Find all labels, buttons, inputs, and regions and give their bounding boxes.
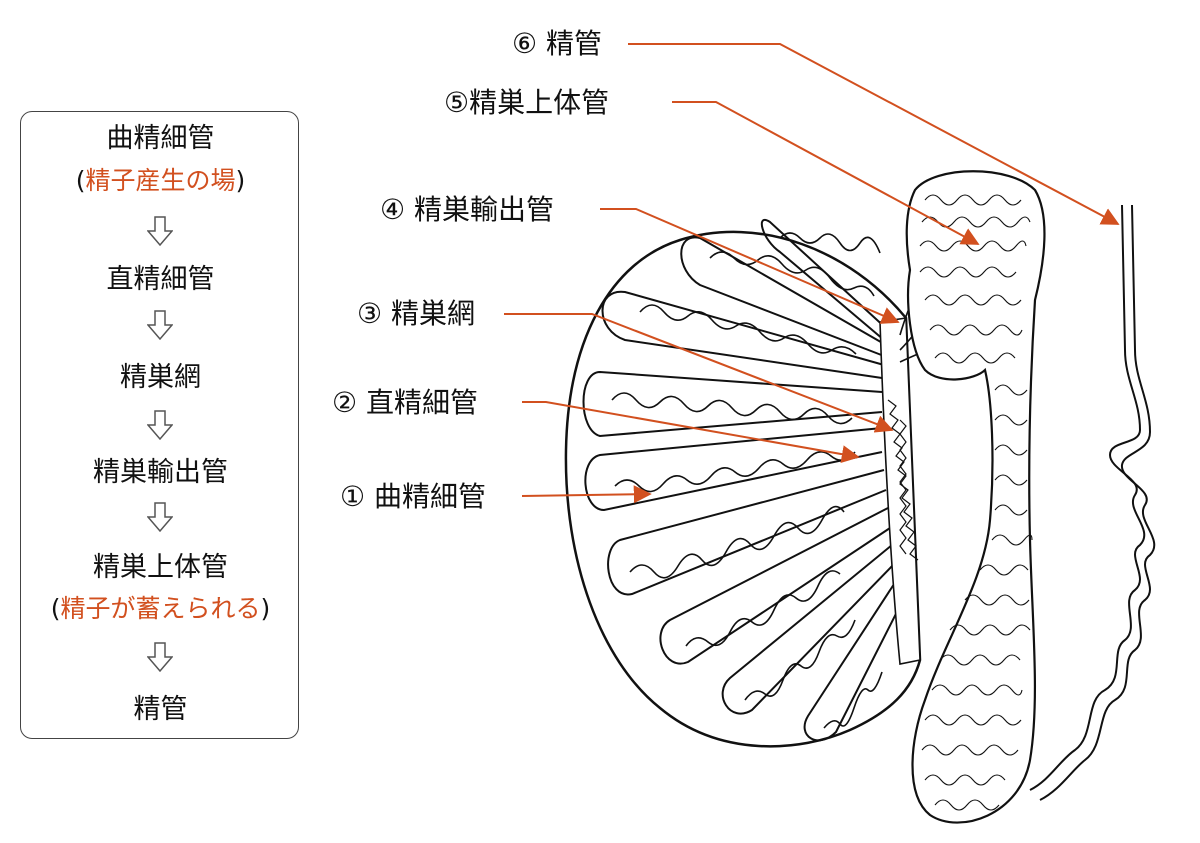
hollow-down-arrow-icon bbox=[147, 642, 173, 672]
label-efferent-ducts: ④ 精巣輸出管 bbox=[380, 193, 554, 227]
lobules bbox=[582, 219, 905, 742]
leader-line-5 bbox=[672, 101, 980, 245]
lobule bbox=[659, 507, 891, 665]
lobule bbox=[803, 577, 905, 742]
label-text: 精巣網 bbox=[391, 297, 476, 330]
testis-outline bbox=[564, 230, 922, 748]
flow-step-5: 精巣上体管 bbox=[93, 552, 228, 583]
paren-open: ( bbox=[50, 594, 61, 623]
lobule bbox=[760, 219, 889, 341]
hollow-down-arrow-icon bbox=[147, 502, 173, 532]
label-text: 直精細管 bbox=[366, 386, 479, 419]
leader-line-4 bbox=[600, 208, 900, 324]
lobule bbox=[582, 370, 883, 438]
hollow-down-arrow-icon bbox=[147, 310, 173, 340]
leader-line-3 bbox=[504, 313, 894, 433]
label-num: ④ bbox=[380, 193, 406, 226]
label-num: ⑤ bbox=[444, 86, 470, 119]
paren-open: ( bbox=[75, 166, 86, 195]
hollow-down-arrow-icon bbox=[147, 216, 173, 246]
label-text: 精管 bbox=[546, 27, 603, 60]
note-text: 精子が蓄えられる bbox=[60, 594, 261, 623]
flow-step-2: 直精細管 bbox=[106, 264, 215, 295]
flow-step-1: 曲精細管 bbox=[106, 123, 215, 154]
leader-lines bbox=[504, 43, 1120, 504]
flow-box: 曲精細管 (精子産生の場) 直精細管 精巣網 精巣輸出管 精巣上体管 (精子が蓄… bbox=[20, 111, 299, 739]
leader-line-2 bbox=[522, 401, 860, 464]
label-rete-testis: ③ 精巣網 bbox=[357, 297, 475, 331]
label-num: ① bbox=[340, 480, 366, 513]
lobule bbox=[607, 469, 887, 596]
flow-step-5-note: (精子が蓄えられる) bbox=[21, 594, 300, 624]
label-straight-tubule: ② 直精細管 bbox=[332, 386, 478, 420]
flow-step-1-note: (精子産生の場) bbox=[21, 166, 300, 196]
leader-line-6 bbox=[628, 43, 1120, 225]
rete-testis bbox=[879, 317, 921, 665]
vas-deferens bbox=[1029, 204, 1156, 801]
flow-step-6: 精管 bbox=[133, 694, 188, 725]
label-num: ⑥ bbox=[512, 27, 538, 60]
leader-line-1 bbox=[521, 485, 652, 504]
paren-close: ) bbox=[260, 594, 271, 623]
epididymis bbox=[905, 170, 1046, 824]
label-text: 精巣輸出管 bbox=[414, 193, 555, 226]
paren-close: ) bbox=[235, 166, 246, 195]
lobule bbox=[584, 427, 883, 512]
lobule bbox=[680, 236, 887, 357]
lobule bbox=[601, 290, 885, 379]
label-epididymal-duct: ⑤精巣上体管 bbox=[444, 86, 609, 120]
hollow-down-arrow-icon bbox=[147, 410, 173, 440]
label-num: ② bbox=[332, 386, 358, 419]
label-text: 曲精細管 bbox=[374, 480, 487, 513]
lobule bbox=[721, 544, 897, 715]
flow-step-3: 精巣網 bbox=[120, 362, 201, 393]
label-vas-deferens: ⑥ 精管 bbox=[512, 27, 602, 61]
epididymis-coils bbox=[919, 194, 1033, 811]
label-num: ③ bbox=[357, 297, 383, 330]
flow-step-4: 精巣輸出管 bbox=[93, 457, 228, 488]
label-text: 精巣上体管 bbox=[469, 86, 610, 119]
note-text: 精子産生の場 bbox=[85, 166, 236, 195]
seminiferous-tubules bbox=[611, 232, 883, 729]
label-seminiferous-tubule: ① 曲精細管 bbox=[340, 480, 486, 514]
